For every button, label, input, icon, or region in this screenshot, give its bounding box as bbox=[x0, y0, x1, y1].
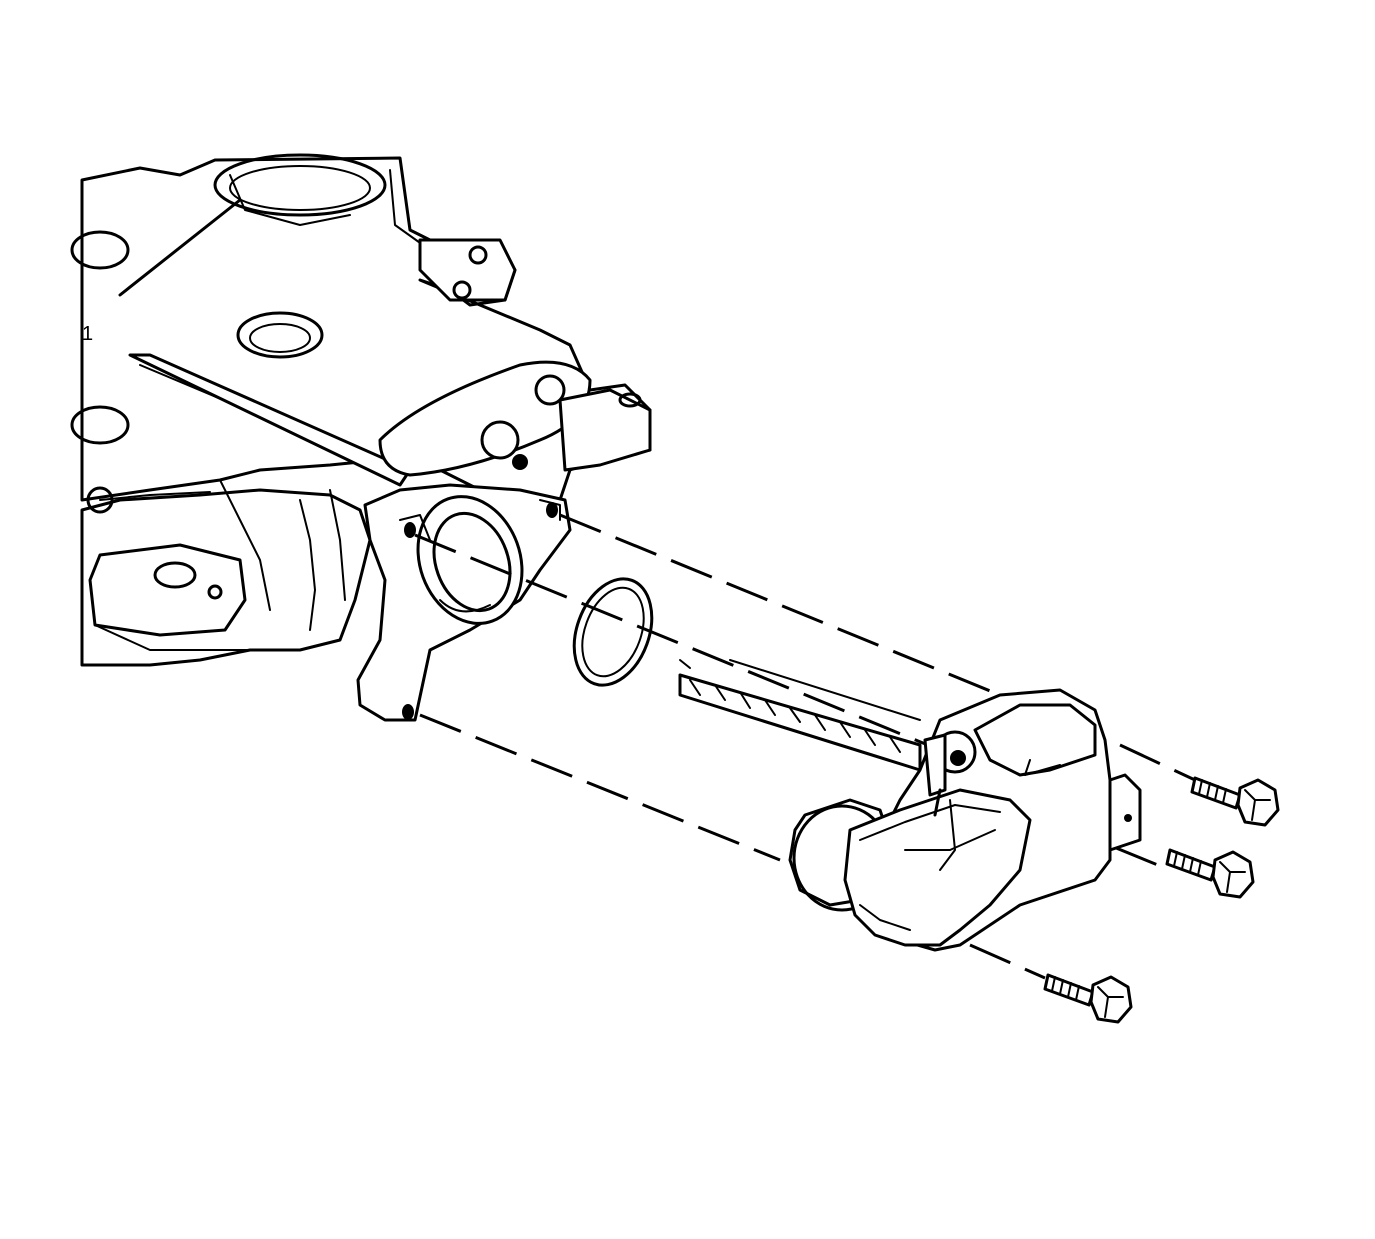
throttle-body-flange bbox=[356, 483, 572, 722]
intake-manifold: 1 bbox=[70, 153, 652, 667]
manifold-mark: 1 bbox=[82, 323, 93, 345]
bolt-middle bbox=[1165, 848, 1255, 899]
throttle-actuator bbox=[678, 659, 1142, 952]
bolt-lower bbox=[1043, 973, 1133, 1024]
o-ring-seal bbox=[572, 577, 654, 687]
bolt-upper bbox=[1190, 776, 1280, 827]
